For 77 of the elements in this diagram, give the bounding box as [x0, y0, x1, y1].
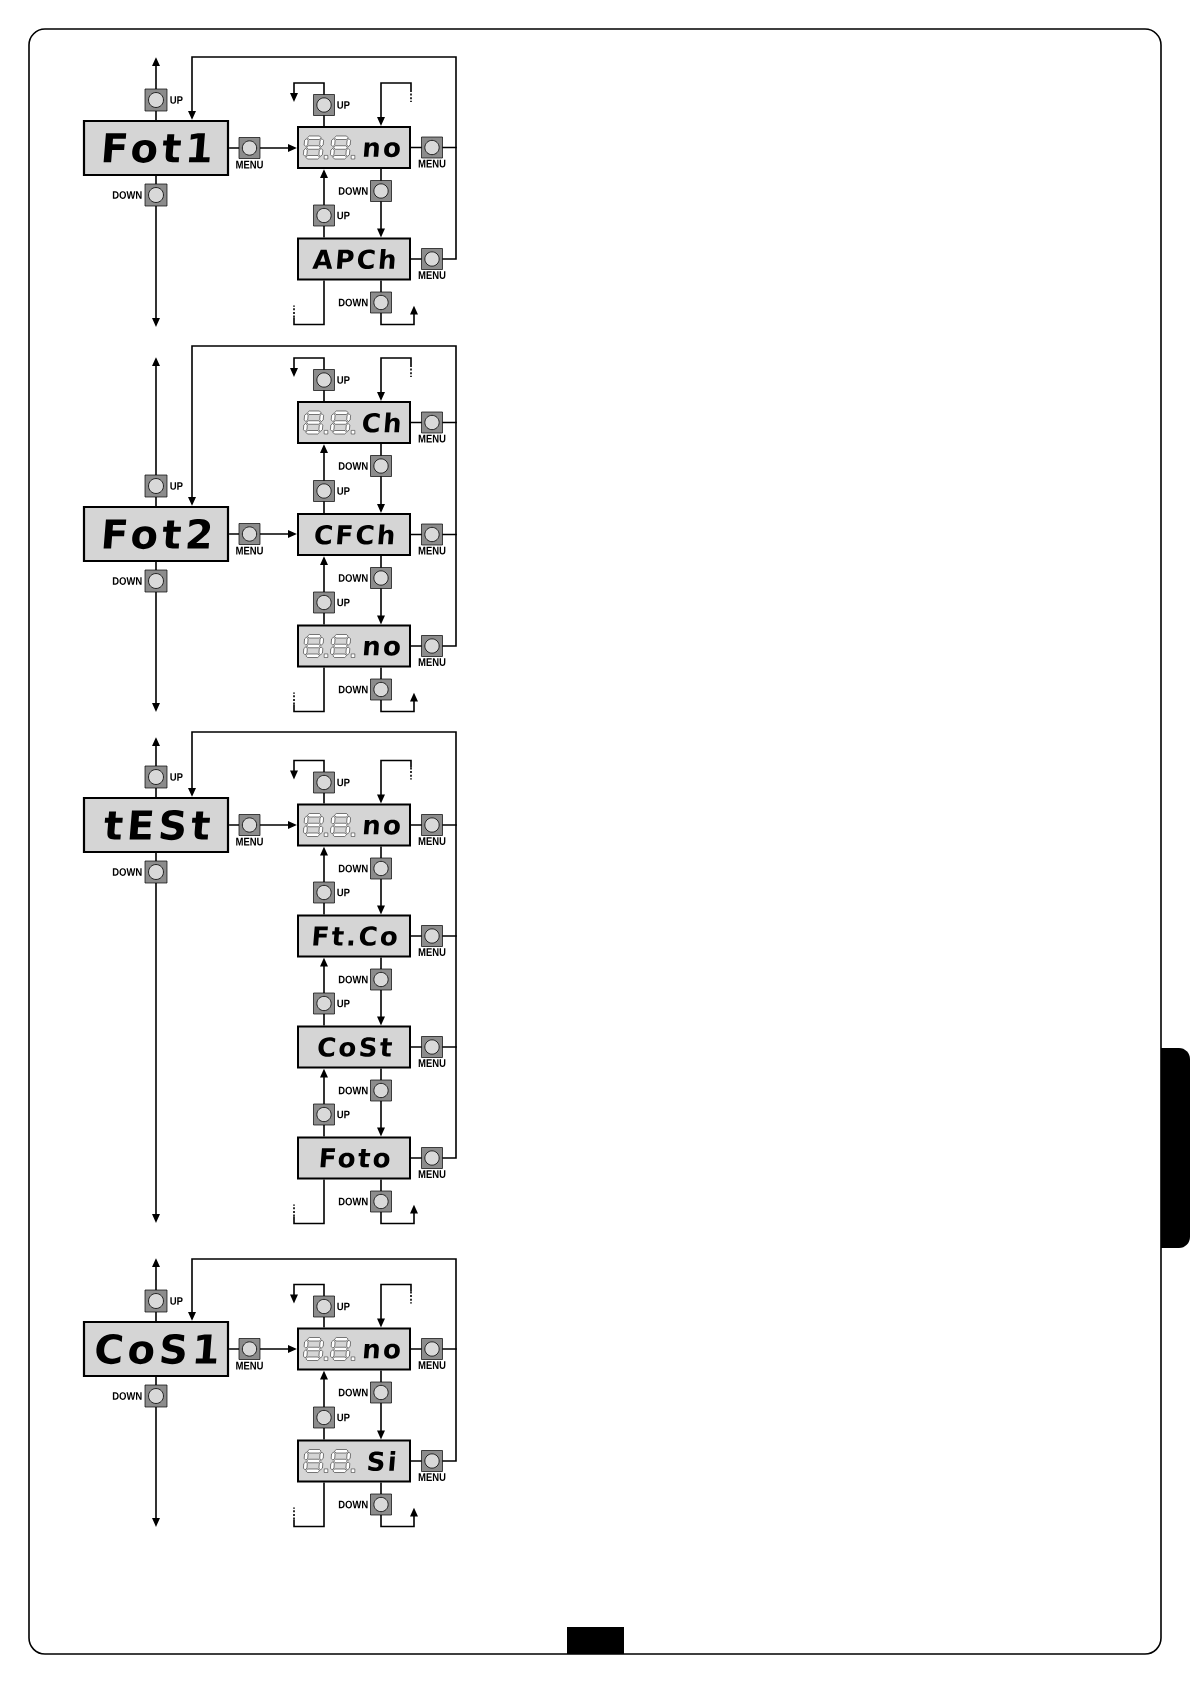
button-label: DOWN — [338, 298, 368, 307]
arrow — [188, 345, 457, 647]
button-label: UP — [337, 598, 350, 607]
display-screen: CoS1 — [82, 1320, 230, 1378]
button-label: MENU — [236, 546, 263, 555]
button-label: MENU — [418, 658, 446, 666]
button-label: DOWN — [338, 864, 368, 873]
button-label: MENU — [236, 160, 263, 169]
arrow — [290, 759, 325, 805]
arrow — [380, 279, 418, 326]
connector-line — [410, 146, 458, 149]
arrow — [188, 731, 457, 1159]
button-label: DOWN — [338, 1500, 368, 1509]
connector-line — [293, 279, 325, 326]
arrow — [188, 1258, 457, 1462]
button-label: UP — [337, 888, 350, 897]
button-label: DOWN — [338, 1388, 368, 1397]
button-label: DOWN — [112, 577, 142, 585]
connector-line — [293, 666, 325, 713]
button-label: MENU — [418, 948, 446, 956]
connector-line — [410, 824, 458, 826]
button-label: MENU — [418, 546, 446, 555]
button-label: UP — [337, 211, 350, 220]
button-label: MENU — [418, 1059, 446, 1067]
button-label: UP — [337, 376, 350, 384]
button-label: UP — [337, 487, 350, 495]
display-screen: Fot1 — [82, 119, 230, 177]
arrow — [380, 666, 418, 713]
button-label: MENU — [418, 1170, 446, 1178]
arrow — [290, 82, 325, 127]
button-label: DOWN — [112, 868, 142, 876]
button-label: UP — [337, 999, 350, 1008]
button-label: DOWN — [338, 462, 368, 470]
button-label: DOWN — [338, 975, 368, 984]
display-screen: Foto — [297, 1136, 411, 1180]
button-label: MENU — [236, 1361, 263, 1370]
connector-line — [410, 533, 458, 536]
button-label: UP — [170, 1297, 183, 1305]
button-label: DOWN — [338, 187, 368, 195]
button-label: MENU — [418, 271, 446, 279]
button-label: UP — [337, 1302, 350, 1311]
button-label: UP — [337, 1110, 350, 1119]
display-screen: CoSt — [297, 1025, 411, 1069]
arrow — [290, 357, 325, 402]
arrow — [290, 1283, 325, 1329]
connector-line — [293, 1178, 325, 1225]
button-label: DOWN — [112, 191, 142, 199]
button-label: DOWN — [338, 685, 368, 694]
button-label: UP — [337, 1413, 350, 1422]
connector-line — [410, 1046, 458, 1048]
connector-line — [410, 935, 458, 937]
button-label: DOWN — [338, 1197, 368, 1206]
display-screen: Fot2 — [82, 505, 230, 563]
arrow — [188, 56, 457, 260]
button-label: UP — [170, 482, 183, 490]
button-label: DOWN — [338, 574, 368, 582]
button-label: UP — [337, 101, 350, 109]
connector-line — [410, 421, 458, 424]
connector-line — [410, 1348, 458, 1350]
button-label: MENU — [418, 1361, 446, 1369]
button-label: MENU — [418, 837, 446, 845]
connector-line — [293, 1481, 325, 1528]
button-label: MENU — [418, 159, 446, 168]
button-label: DOWN — [338, 1086, 368, 1095]
arrow — [380, 1178, 418, 1225]
button-label: DOWN — [112, 1392, 142, 1400]
display-screen: CFCh — [297, 513, 411, 556]
display-screen: APCh — [297, 237, 411, 281]
button-label: UP — [170, 96, 183, 104]
display-screen: tESt — [82, 796, 230, 854]
button-label: MENU — [418, 434, 446, 443]
button-label: MENU — [418, 1473, 446, 1481]
arrow — [380, 1481, 418, 1528]
button-label: UP — [170, 773, 183, 781]
display-screen: Ft.Co — [297, 914, 411, 958]
button-label: MENU — [236, 837, 263, 846]
button-label: UP — [337, 778, 350, 787]
